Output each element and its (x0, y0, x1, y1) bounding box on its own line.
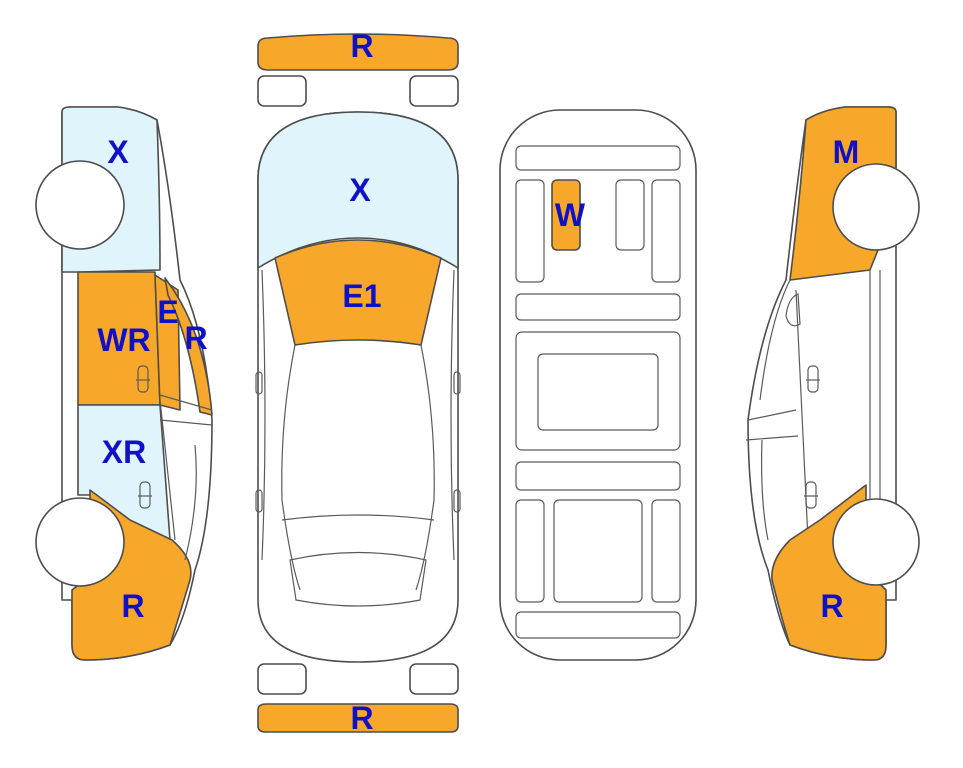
right-front-wheel (832, 498, 920, 586)
right-side-view: M R (745, 106, 920, 661)
floor-panel-6 (515, 331, 681, 451)
trunk-floor-label: W (555, 197, 586, 233)
rear-light-left (257, 75, 307, 107)
roof-top[interactable] (257, 111, 459, 269)
right-rear-quarter-label: M (833, 134, 860, 170)
right-rear-handle (806, 365, 820, 393)
rear-light-right (409, 75, 459, 107)
floor-panel-11 (651, 499, 681, 603)
front-bumper[interactable] (257, 703, 459, 733)
right-rear-wheel (832, 163, 920, 251)
left-rear-glass-label: R (184, 320, 207, 356)
hood-label: E1 (342, 278, 381, 314)
floor-panel-1 (515, 145, 681, 171)
floor-panel-7 (537, 353, 659, 431)
floor-panel-2 (515, 179, 545, 283)
left-rear-pillar-label: E (157, 294, 178, 330)
left-rear-door-label: WR (97, 322, 150, 358)
floor-panel-3 (615, 179, 645, 251)
underbody-view: W (499, 109, 697, 661)
left-rear-handle (136, 365, 150, 393)
left-front-handle (138, 481, 152, 509)
top-view: R X E1 R (255, 28, 461, 736)
hood[interactable] (274, 239, 442, 346)
left-rear-wheel (35, 160, 125, 250)
floor-panel-4 (651, 179, 681, 283)
left-front-wheel (35, 497, 125, 587)
rear-bumper-label: R (350, 28, 373, 64)
underbody-outline (499, 109, 697, 661)
front-light-right (409, 663, 459, 695)
left-front-fender-label: R (121, 588, 144, 624)
floor-panel-9 (515, 499, 545, 603)
floor-panel-5 (515, 293, 681, 321)
roof-top-label: X (349, 172, 371, 208)
front-light-left (257, 663, 307, 695)
left-front-door-label: XR (102, 434, 146, 470)
left-side-view: X E R WR XR R (35, 106, 213, 661)
right-front-fender-label: R (820, 588, 843, 624)
left-rear-quarter-label: X (107, 134, 129, 170)
trunk-floor[interactable] (551, 179, 581, 251)
floor-panel-8 (515, 461, 681, 491)
floor-panel-12 (515, 611, 681, 639)
left-rear-glass[interactable] (164, 277, 213, 416)
rear-bumper[interactable] (257, 33, 459, 71)
right-front-handle (804, 481, 818, 509)
front-bumper-label: R (350, 700, 373, 736)
floor-panel-10 (553, 499, 643, 603)
